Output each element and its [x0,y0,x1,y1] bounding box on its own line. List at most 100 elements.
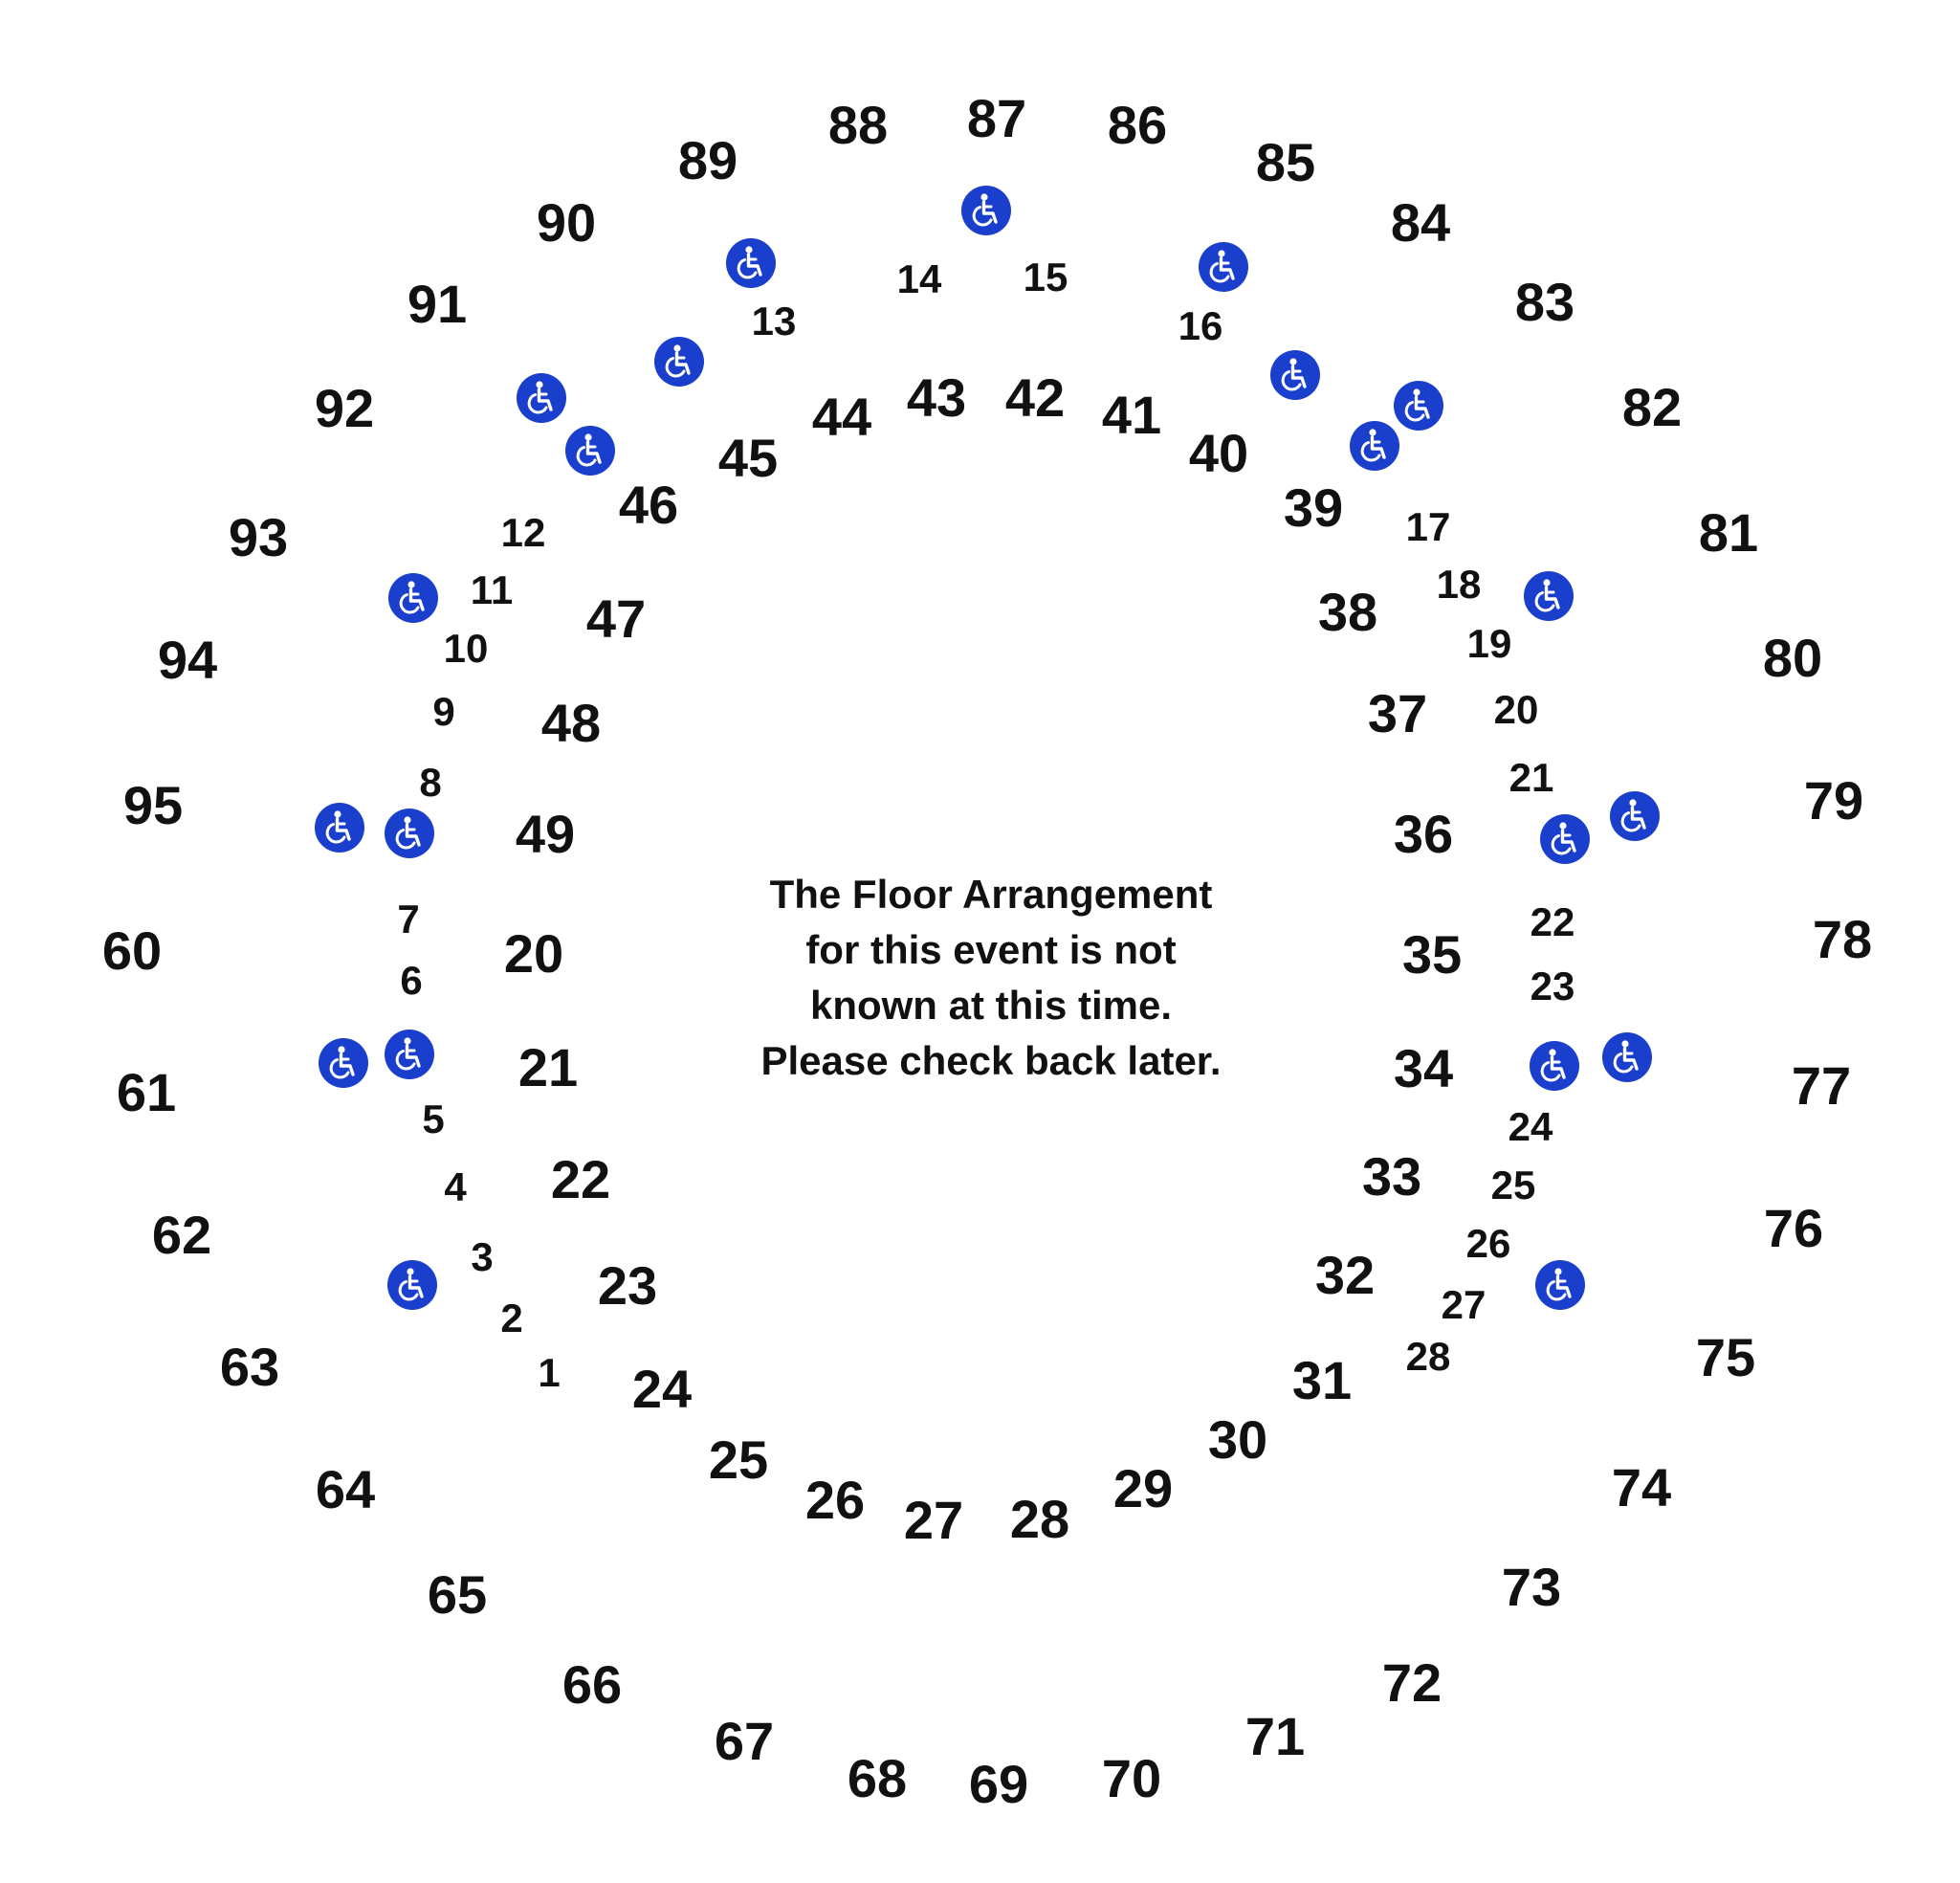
outer-ring-seat-91: 91 [407,274,468,334]
middle-ring-seat-27: 27 [903,1490,964,1550]
outer-ring-seat-65: 65 [427,1564,488,1625]
wheelchair-icon [726,238,776,288]
middle-ring-seat-20: 20 [503,923,564,984]
middle-ring-seat-35: 35 [1401,924,1463,985]
outer-ring-seat-88: 88 [827,95,889,155]
outer-ring-seat-83: 83 [1514,272,1575,332]
middle-ring-seat-22: 22 [550,1149,611,1209]
outer-ring-seat-66: 66 [562,1654,623,1715]
inner-right-seat-15: 15 [1023,255,1068,299]
inner-right-seat-23: 23 [1530,964,1575,1008]
middle-ring-seat-48: 48 [540,693,602,753]
middle-ring-seat-39: 39 [1283,477,1344,538]
notice-line-1: The Floor Arrangement [769,872,1213,917]
inner-right-seat-26: 26 [1465,1221,1511,1266]
middle-ring-seat-37: 37 [1367,683,1428,743]
inner-left-seat-3: 3 [471,1234,494,1279]
wheelchair-icon [1270,350,1320,400]
middle-ring-seat-49: 49 [515,804,576,864]
wheelchair-icon [565,426,615,476]
outer-ring-seat-87: 87 [966,88,1027,148]
outer-ring-seat-86: 86 [1107,95,1168,155]
outer-ring-seat-80: 80 [1762,628,1823,688]
inner-left-seat-2: 2 [500,1296,523,1340]
outer-ring-seat-79: 79 [1803,770,1864,831]
outer-ring-seat-64: 64 [315,1459,376,1519]
middle-ring-seat-36: 36 [1393,804,1454,864]
middle-ring-seat-33: 33 [1361,1146,1422,1207]
outer-ring-seat-63: 63 [219,1337,280,1397]
wheelchair-icon [961,186,1011,235]
outer-ring-seat-78: 78 [1812,909,1873,969]
inner-left-seat-11: 11 [470,567,514,612]
middle-ring-seat-26: 26 [804,1470,866,1530]
middle-ring-seat-38: 38 [1317,582,1378,642]
middle-ring-seat-46: 46 [618,475,679,535]
outer-ring-seat-95: 95 [122,775,184,835]
middle-ring-seat-40: 40 [1188,423,1249,483]
wheelchair-icon [517,373,566,423]
outer-ring-seat-76: 76 [1763,1198,1824,1258]
inner-right-seat-28: 28 [1405,1334,1451,1379]
inner-left-seat-5: 5 [422,1097,445,1141]
outer-ring-seat-75: 75 [1695,1327,1756,1387]
wheelchair-icon [385,1030,434,1079]
wheelchair-icon [1524,571,1574,621]
middle-ring-seat-30: 30 [1207,1409,1268,1470]
inner-left-seat-8: 8 [419,760,442,805]
notice-line-4: Please check back later. [760,1038,1222,1083]
outer-ring-seat-68: 68 [847,1748,908,1808]
outer-ring-seat-71: 71 [1244,1706,1306,1766]
wheelchair-icon [315,803,364,853]
inner-left-seat-7: 7 [397,897,420,942]
middle-ring-seat-21: 21 [518,1037,579,1097]
wheelchair-icon [319,1038,368,1088]
inner-left-seat-14: 14 [896,256,942,301]
inner-left-seat-12: 12 [500,510,546,555]
inner-right-seat-19: 19 [1466,621,1512,666]
inner-right-seat-22: 22 [1530,899,1575,944]
middle-ring-seat-45: 45 [717,428,779,488]
inner-left-seat-10: 10 [443,626,489,671]
outer-ring-seat-89: 89 [677,130,738,190]
inner-left-seat-13: 13 [751,299,797,343]
inner-right-seat-20: 20 [1493,687,1539,732]
wheelchair-icon [1540,814,1590,864]
wheelchair-icon [1530,1041,1579,1091]
inner-right-seat-24: 24 [1508,1104,1553,1149]
middle-ring-seat-44: 44 [811,387,872,447]
wheelchair-icon [1394,381,1443,431]
outer-ring-seat-74: 74 [1611,1457,1672,1517]
middle-ring-seat-42: 42 [1004,367,1066,428]
middle-ring-seat-29: 29 [1112,1458,1174,1518]
outer-ring-seat-73: 73 [1501,1557,1562,1617]
middle-ring-seat-41: 41 [1101,385,1162,445]
outer-ring-seat-67: 67 [714,1711,775,1771]
middle-ring-seat-34: 34 [1393,1038,1454,1098]
outer-ring-seat-72: 72 [1381,1652,1442,1713]
middle-ring-seat-43: 43 [906,367,967,428]
outer-ring-seat-69: 69 [968,1754,1029,1814]
outer-ring-seat-84: 84 [1390,192,1451,253]
wheelchair-icon [1535,1260,1585,1310]
inner-right-seat-16: 16 [1178,303,1223,348]
inner-right-seat-25: 25 [1490,1163,1536,1207]
outer-ring-seat-93: 93 [228,507,289,567]
wheelchair-icon [1350,421,1399,471]
outer-ring-seat-62: 62 [151,1205,212,1265]
outer-ring-seat-94: 94 [157,630,218,690]
middle-ring-seat-47: 47 [585,588,647,649]
wheelchair-icon [385,809,434,858]
wheelchair-icon [1610,791,1660,841]
inner-left-seat-4: 4 [444,1164,467,1209]
inner-left-seat-9: 9 [432,689,455,734]
wheelchair-icon [1602,1032,1652,1082]
inner-right-seat-18: 18 [1436,562,1482,607]
outer-ring-seat-81: 81 [1698,502,1759,563]
notice-line-3: known at this time. [809,983,1173,1028]
inner-right-seat-27: 27 [1441,1282,1487,1327]
wheelchair-icon [387,1260,437,1310]
middle-ring-seat-32: 32 [1314,1245,1376,1305]
